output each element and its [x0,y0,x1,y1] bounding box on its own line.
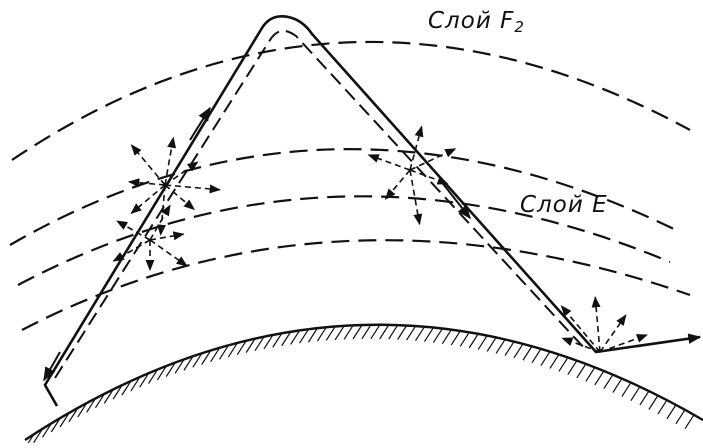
scatter-arrow [131,185,165,213]
ground-hatch-mark [416,327,425,341]
ground-hatch-mark [505,342,514,356]
scatter-arrow [595,297,600,352]
ground-hatch-mark [335,326,344,340]
ground-hatch-mark [451,331,460,345]
ground-hatch-mark [442,330,451,344]
ground-hatch-mark [676,410,685,424]
ground-hatch-mark [326,326,335,340]
scatter-arrow [369,155,410,170]
ground-hatch-mark [631,387,640,401]
layer-f2-label: Слой F2 [428,8,525,36]
ground-hatch-mark [640,391,649,405]
ground-hatch-mark [532,349,541,363]
ground-hatch-mark [541,352,550,366]
ground-hatch-mark [353,325,362,339]
ground-hatch-mark [389,325,398,339]
ground-hatch-mark [398,326,407,340]
ground-hatch-mark [433,329,442,343]
layer-e-label: Слой E [520,192,608,218]
ground-hatch-mark [469,334,478,348]
scatter-arrow [410,170,448,184]
ground-hatch-mark [622,383,631,397]
ground-hatch-mark [362,325,371,339]
layer-f2-arc [12,42,690,160]
ground-hatch-mark [407,326,416,340]
scatter-arrow [150,205,170,240]
ground-hatch-mark [317,327,326,341]
scatter-arrow [562,338,600,352]
ground-hatch-mark [577,364,586,378]
ground-hatch-mark [424,328,433,342]
ground-hatch-mark [478,336,487,350]
ground-hatch-mark [523,346,532,360]
ground-hatch-mark [460,332,469,346]
ground-hatch-mark [604,375,613,389]
earth-surface [25,325,703,443]
ground-hatch-mark [667,405,676,419]
ground-hatch-mark [586,367,595,381]
ground-hatch-mark [658,400,667,414]
scatter-arrow [386,170,410,199]
scatter-arrow [165,185,220,190]
ground-hatch-mark [487,337,496,351]
ground-hatch-mark [380,325,389,339]
ground-hatch-mark [595,371,604,385]
scatter-arrow [165,162,198,185]
ground-hatch-mark [613,379,622,393]
layer-e-arc [22,240,690,330]
ground-hatch-mark [568,361,577,375]
ground-hatch-mark [550,354,559,368]
radio-ray-dashed [55,31,586,378]
ground-hatch-mark [685,415,694,429]
ground-hatch-mark [514,344,523,358]
ground-hatch-mark [371,325,380,339]
ground-hatch-mark [559,357,568,371]
ground-hatch-mark [496,339,505,353]
ground-hatch-mark [344,325,353,339]
scatter-arrow [150,234,183,240]
scatter-arrow [410,127,422,170]
ground-hatch-mark [649,396,658,410]
scatter-arrow [150,240,187,266]
